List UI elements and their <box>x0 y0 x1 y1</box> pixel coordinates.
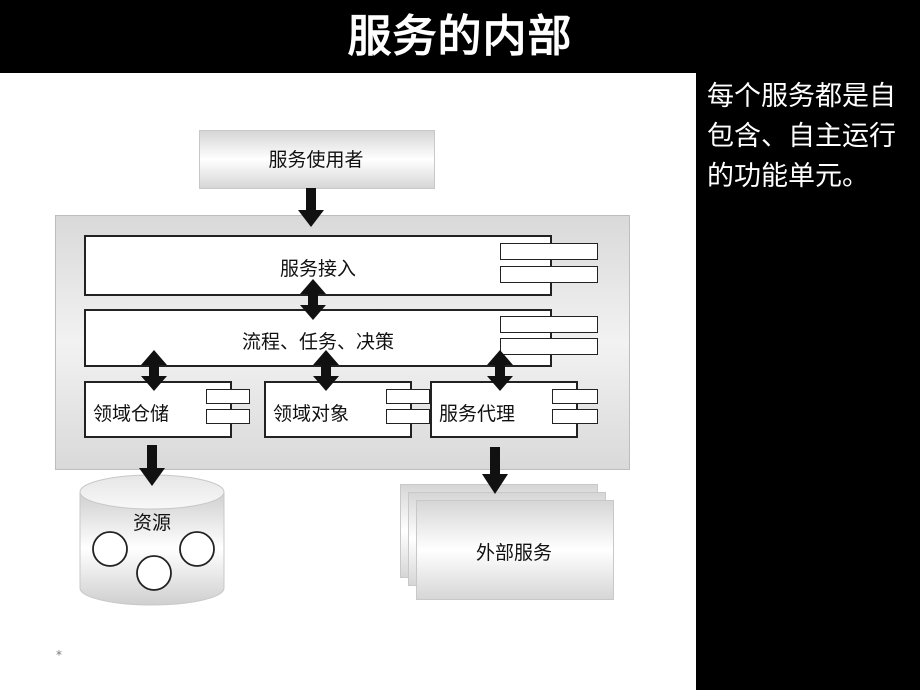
service-consumer-box <box>199 130 435 189</box>
resource-circle-right <box>179 531 215 567</box>
resource-label: 资源 <box>132 512 171 534</box>
agent-component-tab-2 <box>552 409 598 424</box>
access-component-tab-1 <box>500 243 598 260</box>
access-component-tab-2 <box>500 266 598 283</box>
process-task-decision-label: 流程、任务、决策 <box>241 331 394 353</box>
service-consumer-label: 服务使用者 <box>268 149 364 171</box>
footnote-marker: * <box>56 648 62 662</box>
domain-object-component-tab-2 <box>386 409 430 424</box>
external-service-card-front <box>416 500 614 600</box>
arrow-process-domain-object <box>313 350 339 391</box>
agent-component-tab-1 <box>552 389 598 404</box>
arrow-repository-to-resource <box>139 445 165 486</box>
resource-circle-bottom <box>136 555 172 591</box>
resource-circle-left <box>92 531 128 567</box>
domain-object-label: 领域对象 <box>273 403 350 425</box>
arrow-process-agent <box>487 350 513 391</box>
domain-repository-label: 领域仓储 <box>93 403 170 425</box>
domain-object-component-tab-1 <box>386 389 430 404</box>
slide-title: 服务的内部 <box>0 0 920 73</box>
arrow-agent-to-external <box>482 447 508 494</box>
process-component-tab-1 <box>500 316 598 333</box>
external-service-label: 外部服务 <box>475 542 552 564</box>
arrow-process-repository <box>141 350 167 391</box>
service-agent-label: 服务代理 <box>439 403 516 425</box>
repository-component-tab-1 <box>206 389 250 404</box>
arrow-access-process <box>300 279 326 320</box>
side-description: 每个服务都是自包含、自主运行的功能单元。 <box>707 81 896 192</box>
resource-cylinder <box>79 474 225 606</box>
service-access-label: 服务接入 <box>279 258 356 280</box>
repository-component-tab-2 <box>206 409 250 424</box>
arrow-consumer-to-access <box>298 188 324 227</box>
process-component-tab-2 <box>500 338 598 355</box>
